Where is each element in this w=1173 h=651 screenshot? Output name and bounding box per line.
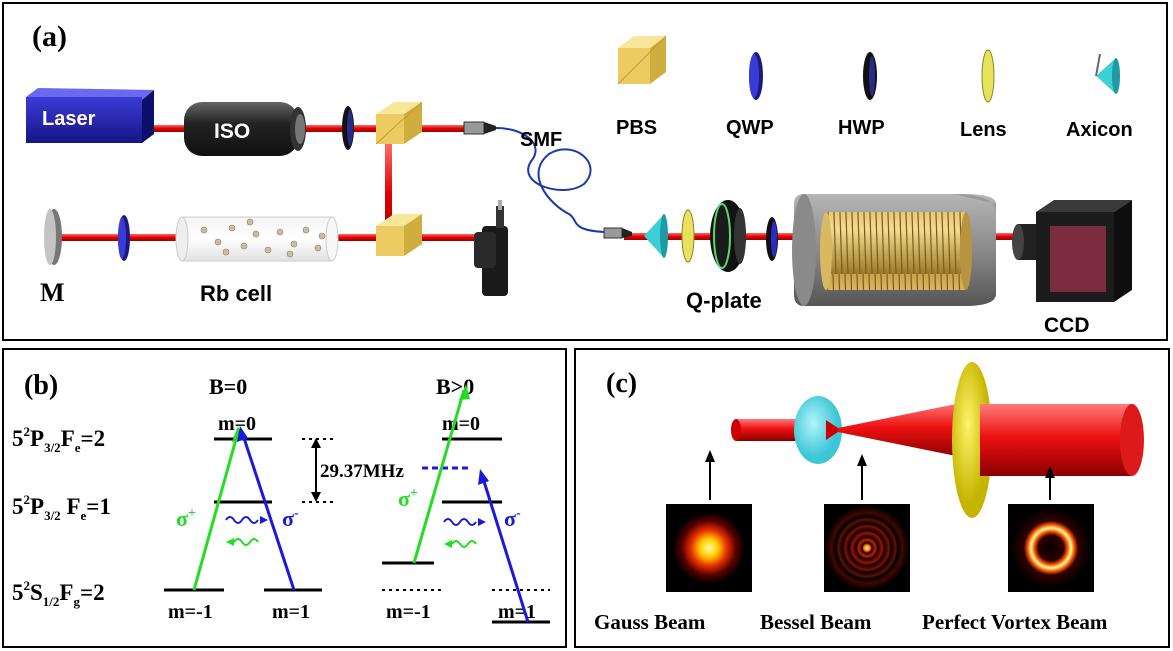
vortex-profile-ring — [1011, 508, 1091, 588]
lens — [681, 209, 695, 263]
qwp-right — [766, 217, 778, 261]
sigma-plus-label-right: σ+ — [398, 486, 418, 511]
bessel-profile-rings — [825, 506, 909, 590]
sigma-plus-transition-right — [412, 389, 466, 564]
legend-axicon-icon — [1095, 53, 1120, 94]
iso-label: ISO — [214, 120, 250, 143]
hwp-upper — [342, 106, 354, 150]
level-s12-fg2: 52S1/2Fg=2 — [12, 578, 105, 609]
mirror-label: M — [40, 278, 65, 307]
bessel-cone — [838, 402, 966, 458]
axicon — [644, 214, 668, 258]
laser-source: Laser — [26, 88, 154, 143]
smf-label: SMF — [520, 129, 562, 151]
sigma-minus-transition-left — [240, 431, 296, 591]
panel-c-label: (c) — [606, 368, 637, 399]
panel-b-energy-levels: (b) B=0 B>0 52P3/2Fe=2 52P3/2 Fe=1 52S1/… — [2, 348, 567, 648]
beam-transformation-diagram: (c) Gauss Beam Bessel Beam Perfect Vorte… — [594, 362, 1144, 634]
bessel-beam-label: Bessel Beam — [760, 610, 872, 634]
splitting-arrowhead-bottom — [311, 492, 321, 502]
sigma-minus-label-right: σ- — [504, 506, 521, 531]
wavy-blue-right — [443, 518, 477, 526]
photodetector — [474, 200, 508, 296]
gauss-profile-spot — [673, 512, 745, 584]
legend-hwp-icon — [863, 52, 877, 100]
mp1-left-label: m=1 — [272, 601, 310, 623]
focus-cone-left — [826, 420, 838, 440]
vortex-beam-rod — [980, 404, 1132, 476]
magnetic-coil — [792, 194, 996, 306]
sigma-minus-arrowhead-right — [478, 469, 489, 485]
sigma-plus-label-left: σ+ — [176, 506, 196, 531]
sigma-plus-arrowhead-right — [459, 384, 470, 400]
wavy-green-left — [233, 538, 259, 546]
fiber-output — [603, 227, 632, 239]
legend-qwp-icon — [749, 52, 763, 100]
wavy-green-arrow-right — [444, 540, 452, 548]
b-zero-label: B=0 — [209, 374, 247, 399]
mm1-right-label: m=-1 — [386, 601, 431, 623]
m0-left-label: m=0 — [218, 413, 256, 435]
splitting-label: 29.37MHz — [320, 461, 404, 482]
q-plate-label: Q-plate — [686, 288, 762, 313]
mirror — [44, 209, 62, 265]
m0-right-label: m=0 — [442, 413, 480, 435]
legend-axicon-label: Axicon — [1066, 119, 1133, 141]
isolator: ISO — [184, 102, 306, 156]
wavy-blue-arrow-right — [478, 518, 486, 526]
panel-c-beams: (c) Gauss Beam Bessel Beam Perfect Vorte… — [574, 348, 1170, 648]
beam-vertical — [385, 144, 392, 244]
legend-pbs-icon — [617, 35, 667, 85]
sigma-plus-transition-left — [192, 431, 240, 591]
sigma-minus-transition-right — [480, 474, 530, 623]
sigma-minus-arrowhead-left — [237, 426, 248, 442]
legend-hwp-label: HWP — [838, 117, 885, 139]
pbs-upper — [375, 101, 423, 145]
wavy-blue-left — [225, 516, 259, 524]
ccd-label: CCD — [1044, 314, 1090, 337]
fourier-lens — [952, 362, 992, 518]
panel-a-label: (a) — [32, 20, 67, 53]
ccd-camera — [1012, 200, 1132, 302]
mp1-right-label: m=1 — [498, 601, 536, 623]
rb-cell — [175, 216, 339, 262]
qwp-lower — [118, 215, 130, 261]
level-p32-fe1: 52P3/2 Fe=1 — [12, 492, 111, 523]
level-p32-fe2: 52P3/2Fe=2 — [12, 424, 105, 455]
legend-qwp-label: QWP — [726, 117, 774, 139]
perfect-vortex-beam-label: Perfect Vortex Beam — [922, 610, 1108, 634]
mm1-left-label: m=-1 — [168, 601, 213, 623]
axicon-element — [794, 396, 842, 464]
legend: PBS QWP HWP Lens Axicon — [616, 35, 1133, 141]
arrow-gauss-head — [705, 450, 715, 462]
wavy-blue-arrow-left — [260, 516, 268, 524]
splitting-arrowhead-top — [311, 438, 321, 448]
gauss-beam-end — [731, 419, 741, 441]
legend-lens-icon — [981, 49, 995, 103]
laser-label: Laser — [42, 108, 96, 130]
legend-pbs-label: PBS — [616, 117, 657, 139]
gauss-beam-label: Gauss Beam — [594, 610, 706, 634]
wavy-green-right — [451, 540, 477, 548]
panel-b-label: (b) — [24, 370, 58, 401]
setup-diagram: (a) Laser ISO — [26, 20, 1133, 337]
wavy-green-arrow-left — [226, 538, 234, 546]
arrow-vortex-head — [1045, 466, 1055, 478]
legend-lens-label: Lens — [960, 119, 1007, 141]
fiber-coupler — [463, 121, 496, 135]
single-mode-fiber — [495, 127, 605, 233]
arrow-bessel-head — [857, 454, 867, 466]
vortex-beam-end — [1120, 404, 1144, 476]
rb-cell-label: Rb cell — [200, 281, 272, 306]
sigma-minus-label-left: σ- — [282, 506, 299, 531]
energy-level-diagram: (b) B=0 B>0 52P3/2Fe=2 52P3/2 Fe=1 52S1/… — [12, 370, 550, 624]
pbs-lower — [376, 214, 422, 256]
q-plate — [710, 200, 746, 272]
beam-upper — [144, 125, 474, 132]
panel-a-setup: (a) Laser ISO — [2, 2, 1168, 341]
